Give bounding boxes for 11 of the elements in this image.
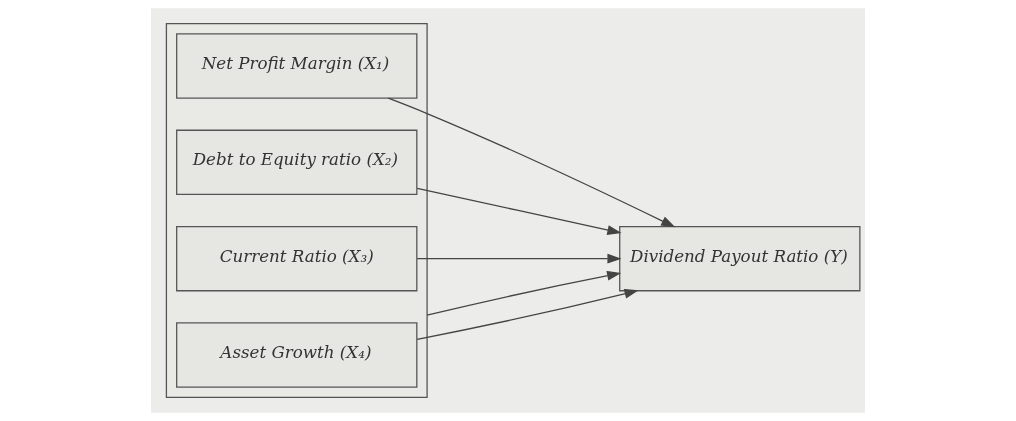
node-box: Debt to Equity ratio (X₂) bbox=[176, 129, 418, 196]
cluster bbox=[165, 23, 428, 398]
arrow bbox=[416, 253, 622, 264]
arrow bbox=[416, 187, 622, 235]
arrow bbox=[416, 288, 639, 340]
arrow bbox=[426, 270, 622, 316]
node-box: Dividend Payout Ratio (Y) bbox=[619, 225, 861, 292]
node-box: Current Ratio (X₃) bbox=[176, 225, 418, 292]
arrow bbox=[387, 97, 676, 228]
node-box: Net Profit Margin (X₁) bbox=[176, 33, 418, 99]
node-box: Asset Growth (X₄) bbox=[176, 322, 418, 388]
